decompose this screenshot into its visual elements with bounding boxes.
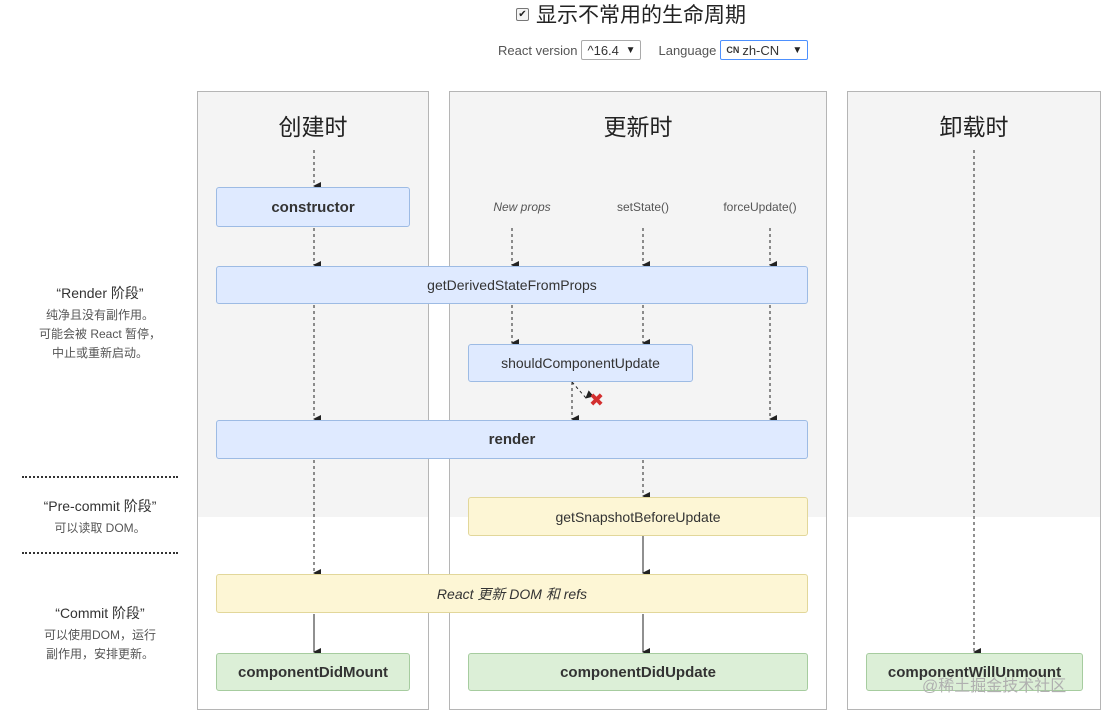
react-update-dom-node[interactable]: React 更新 DOM 和 refs — [216, 574, 808, 613]
commit-phase-desc-2: 副作用，安排更新。 — [45, 647, 154, 661]
react-version-value: ^16.4 — [587, 42, 619, 58]
did-mount-node[interactable]: componentDidMount — [216, 653, 410, 691]
precommit-phase-desc-1: 可以读取 DOM。 — [54, 521, 146, 535]
render-node[interactable]: render — [216, 420, 808, 459]
did-update-node[interactable]: componentDidUpdate — [468, 653, 808, 691]
render-phase-desc-2: 可能会被 React 暂停， — [38, 327, 162, 341]
cn-flag-icon: CN — [726, 45, 740, 55]
will-unmount-node[interactable]: componentWillUnmount — [866, 653, 1083, 691]
get-derived-state-node[interactable]: getDerivedStateFromProps — [216, 266, 808, 304]
rare-lifecycles-label: 显示不常用的生命周期 — [536, 3, 746, 27]
trigger-new-props: New props — [493, 200, 551, 214]
unmount-column-title: 卸载时 — [939, 115, 1009, 141]
language-value: zh-CN — [742, 42, 780, 58]
phase-separator — [22, 476, 178, 478]
commit-phase-title: “Commit 阶段” — [55, 605, 145, 621]
render-phase-desc-1: 纯净且没有副作用。 — [45, 308, 154, 322]
snapshot-node[interactable]: getSnapshotBeforeUpdate — [468, 497, 808, 536]
rare-lifecycles-toggle[interactable]: ✔ 显示不常用的生命周期 — [516, 0, 746, 28]
constructor-node[interactable]: constructor — [216, 187, 410, 227]
trigger-set-state: setState() — [616, 200, 670, 214]
render-phase-label: “Render 阶段” 纯净且没有副作用。 可能会被 React 暂停， 中止或… — [10, 283, 190, 363]
version-language-controls: React version ^16.4 ▼ Language CN zh-CN … — [498, 38, 809, 62]
arrow-scu-cancel — [571, 381, 594, 399]
react-version-label: React version — [498, 42, 578, 58]
render-phase-title: “Render 阶段” — [56, 285, 144, 301]
mount-column-title: 创建时 — [278, 115, 348, 141]
trigger-force-update: forceUpdate() — [723, 200, 797, 214]
should-component-update-node[interactable]: shouldComponentUpdate — [468, 344, 693, 382]
cancel-icon: ✖ — [589, 390, 605, 410]
react-version-select[interactable]: ^16.4 ▼ — [581, 40, 642, 60]
rare-lifecycles-checkbox[interactable]: ✔ — [516, 7, 529, 21]
commit-phase-desc-1: 可以使用DOM，运行 — [44, 628, 156, 642]
precommit-phase-label: “Pre-commit 阶段” 可以读取 DOM。 — [10, 496, 190, 538]
chevron-down-icon: ▼ — [625, 44, 636, 56]
language-select[interactable]: CN zh-CN ▼ — [720, 40, 809, 60]
chevron-down-icon: ▼ — [792, 44, 803, 56]
render-phase-desc-3: 中止或重新启动。 — [51, 346, 148, 360]
commit-phase-label: “Commit 阶段” 可以使用DOM，运行 副作用，安排更新。 — [10, 603, 190, 664]
phase-separator — [22, 552, 178, 554]
precommit-phase-title: “Pre-commit 阶段” — [43, 498, 157, 514]
watermark: @稀土掘金技术社区 — [922, 678, 1067, 695]
language-label: Language — [658, 42, 717, 58]
update-column-title: 更新时 — [603, 115, 673, 141]
